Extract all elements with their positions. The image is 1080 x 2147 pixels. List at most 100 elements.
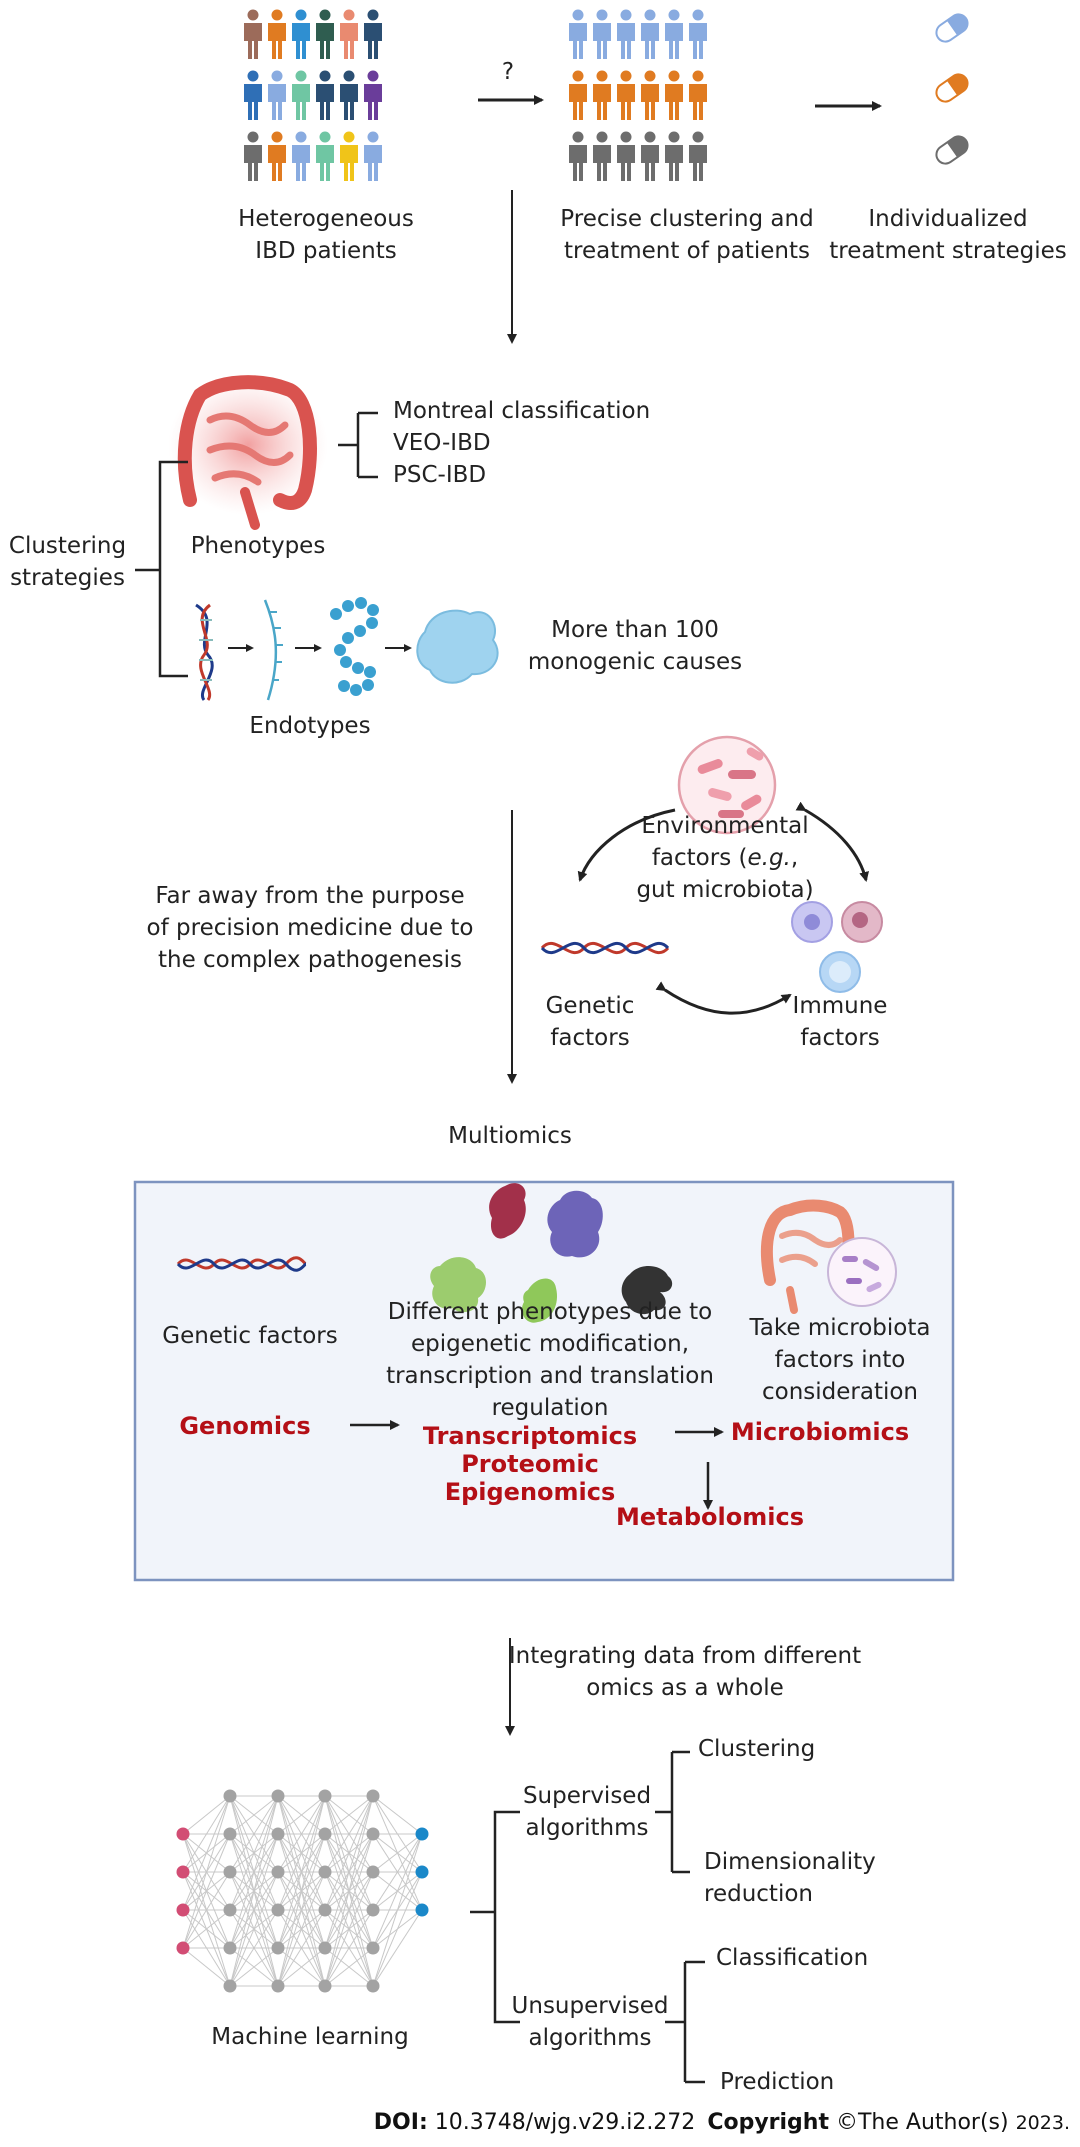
ml-bracket bbox=[493, 1810, 520, 2024]
person-icon bbox=[268, 9, 286, 59]
nn-connection bbox=[277, 1909, 326, 1987]
nn-connection bbox=[229, 1947, 279, 1987]
clustered-patients-icon bbox=[569, 9, 707, 181]
nn-connection bbox=[324, 1795, 374, 1987]
person-icon bbox=[340, 70, 358, 120]
proteomic-label: Proteomic bbox=[461, 1450, 599, 1478]
nn-connection bbox=[182, 1947, 231, 1987]
multiomics-title: Multiomics bbox=[448, 1123, 572, 1149]
phenotype-item-psc-ibd: PSC-IBD bbox=[393, 462, 487, 488]
immune-cells-icon bbox=[791, 901, 883, 993]
nn-connection bbox=[324, 1795, 374, 1873]
person-icon bbox=[316, 9, 334, 59]
nn-node bbox=[366, 1865, 380, 1879]
nn-node bbox=[271, 1979, 285, 1993]
nn-connection bbox=[229, 1795, 279, 1949]
dna-icon bbox=[195, 603, 214, 701]
nn-connection bbox=[372, 1909, 423, 1987]
nn-connection bbox=[229, 1909, 279, 1987]
genomics-label: Genomics bbox=[179, 1412, 311, 1440]
arrow-genetic-immune bbox=[655, 981, 792, 1015]
nn-node bbox=[318, 1789, 332, 1803]
person-icon bbox=[617, 131, 635, 181]
nn-node bbox=[223, 1789, 237, 1803]
protein-icon bbox=[416, 609, 499, 684]
nn-connection bbox=[324, 1833, 374, 1987]
person-icon bbox=[292, 131, 310, 181]
genetic-factors-box-label: Genetic factors bbox=[162, 1323, 338, 1349]
person-icon bbox=[316, 131, 334, 181]
nn-node bbox=[271, 1865, 285, 1879]
nn-node bbox=[366, 1979, 380, 1993]
copyright-label: Copyright bbox=[707, 2110, 829, 2135]
endotypes-label: Endotypes bbox=[249, 713, 371, 739]
arrow-env-immune bbox=[795, 801, 869, 882]
nn-node bbox=[415, 1903, 429, 1917]
person-icon bbox=[244, 131, 262, 181]
person-icon bbox=[364, 9, 382, 59]
nn-connection bbox=[229, 1795, 279, 1873]
nn-connection bbox=[324, 1909, 374, 1987]
person-icon bbox=[268, 131, 286, 181]
nn-node bbox=[366, 1941, 380, 1955]
person-icon bbox=[593, 70, 611, 120]
nn-connection bbox=[182, 1795, 231, 1911]
person-icon bbox=[689, 9, 707, 59]
nn-connection bbox=[372, 1871, 423, 1987]
nn-connection bbox=[229, 1833, 279, 1987]
nn-connection bbox=[277, 1795, 326, 1835]
nn-connection bbox=[182, 1833, 231, 1949]
nn-connection bbox=[182, 1795, 231, 1949]
nn-node bbox=[176, 1827, 190, 1841]
person-icon bbox=[364, 131, 382, 181]
nn-node bbox=[271, 1903, 285, 1917]
unsupervised-bracket bbox=[665, 1960, 705, 2084]
microbiota-icon bbox=[677, 735, 777, 835]
nn-node bbox=[176, 1865, 190, 1879]
nn-connection bbox=[277, 1833, 326, 1987]
multiomics-box bbox=[133, 1180, 955, 1582]
person-icon bbox=[292, 9, 310, 59]
nn-connection bbox=[324, 1947, 374, 1987]
nn-node bbox=[271, 1789, 285, 1803]
pill-blue-icon bbox=[935, 13, 969, 43]
pill-gray-icon bbox=[935, 135, 969, 165]
person-icon bbox=[617, 70, 635, 120]
metabolomics-label: Metabolomics bbox=[616, 1503, 804, 1531]
nn-node bbox=[366, 1827, 380, 1841]
nn-connection bbox=[372, 1795, 423, 1835]
person-icon bbox=[689, 131, 707, 181]
supervised-bracket bbox=[655, 1750, 690, 1874]
nn-connection bbox=[372, 1833, 423, 1987]
person-icon bbox=[641, 70, 659, 120]
nn-node bbox=[318, 1865, 332, 1879]
nn-node bbox=[415, 1865, 429, 1879]
nn-connection bbox=[277, 1795, 326, 1873]
nn-node bbox=[223, 1941, 237, 1955]
person-icon bbox=[244, 9, 262, 59]
person-icon bbox=[340, 9, 358, 59]
nn-connection bbox=[277, 1795, 326, 1911]
nn-node bbox=[318, 1941, 332, 1955]
phenotypes-label: Phenotypes bbox=[190, 533, 326, 559]
heterogeneous-patients-icon bbox=[244, 9, 382, 181]
question-mark: ? bbox=[501, 59, 515, 85]
nn-connection bbox=[324, 1795, 374, 1835]
person-icon bbox=[593, 131, 611, 181]
gut-microbiota-icon bbox=[761, 1199, 897, 1314]
nn-node bbox=[415, 1827, 429, 1841]
transcriptomics-label: Transcriptomics bbox=[422, 1422, 638, 1450]
peptide-chain-icon bbox=[330, 597, 379, 696]
person-icon bbox=[641, 131, 659, 181]
